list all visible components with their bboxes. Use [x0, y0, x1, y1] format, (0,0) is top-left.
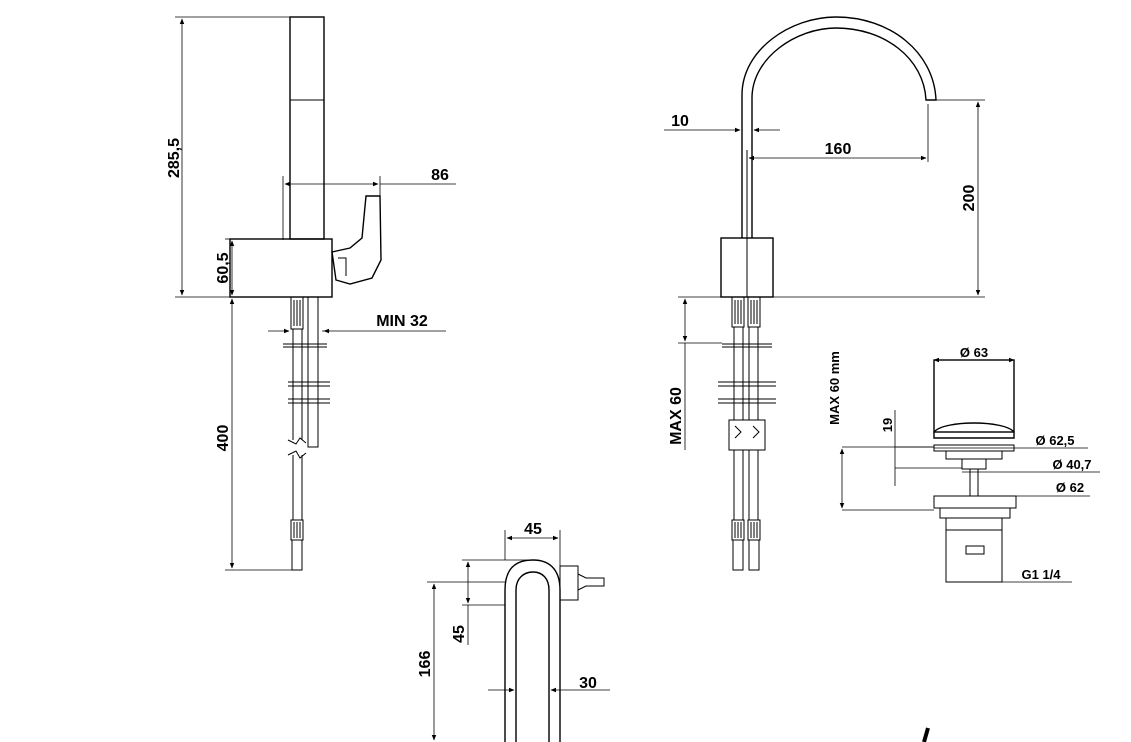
dim-top-depth: 45: [451, 625, 468, 643]
dim-top-width: 45: [524, 521, 542, 538]
dim-cap-height: 19: [880, 418, 895, 432]
waste-dome: [933, 422, 1015, 439]
dim-top-length: 166: [417, 651, 434, 678]
mixer-body: [229, 238, 333, 298]
dim-body-height: 60,5: [215, 252, 232, 283]
dim-cap-diameter: Ø 63: [960, 345, 988, 360]
dim-spout-reach: 160: [825, 141, 852, 158]
dim-hose-length: 400: [215, 425, 232, 452]
dim-spout-thickness: 10: [671, 113, 689, 130]
dim-waste-max-thickness: MAX 60 mm: [827, 351, 842, 425]
dim-stem-diameter: Ø 40,7: [1052, 457, 1091, 472]
side-view: 285,5 86 60,5 MIN 32 400: [166, 16, 456, 571]
dim-spout-width: 30: [579, 675, 597, 692]
dim-base-diameter: Ø 62: [1056, 480, 1084, 495]
lever-handle: [331, 195, 382, 285]
spout-column: [289, 16, 325, 240]
dim-max-thickness: MAX 60: [668, 387, 685, 445]
top-lever-base: [559, 565, 579, 601]
dim-min-thickness: MIN 32: [376, 313, 428, 330]
top-spout-outline: [515, 571, 550, 742]
dim-lever-offset: 86: [431, 167, 449, 184]
dim-total-height: 285,5: [166, 138, 183, 178]
fixing-rod: [307, 296, 319, 448]
dim-flange-diameter: Ø 62,5: [1035, 433, 1074, 448]
dim-spout-height: 200: [961, 185, 978, 212]
front-view: 10 160 200 MAX 60: [664, 16, 985, 571]
front-nut-block: [728, 419, 766, 451]
lever-base: [338, 257, 347, 276]
waste-cap: [933, 359, 1015, 433]
front-hose-left-connector: [731, 296, 745, 328]
front-hose-right-connector: [747, 296, 761, 328]
dim-thread: G1 1/4: [1021, 567, 1061, 582]
hose-end: [291, 539, 303, 571]
shank-thread: [290, 296, 304, 330]
waste-base: [933, 495, 1017, 509]
waste-thread-body: [945, 517, 1003, 583]
gooseneck-spout: [741, 16, 937, 238]
top-lever: [577, 573, 605, 591]
top-view: 45 45 166 30: [417, 521, 610, 742]
waste-view: Ø 63 MAX 60 mm 19 Ø 62,5 Ø 40,7 Ø 62 G1 …: [827, 345, 1100, 583]
stray-mark: [922, 727, 930, 742]
top-body-outline: [504, 559, 561, 742]
